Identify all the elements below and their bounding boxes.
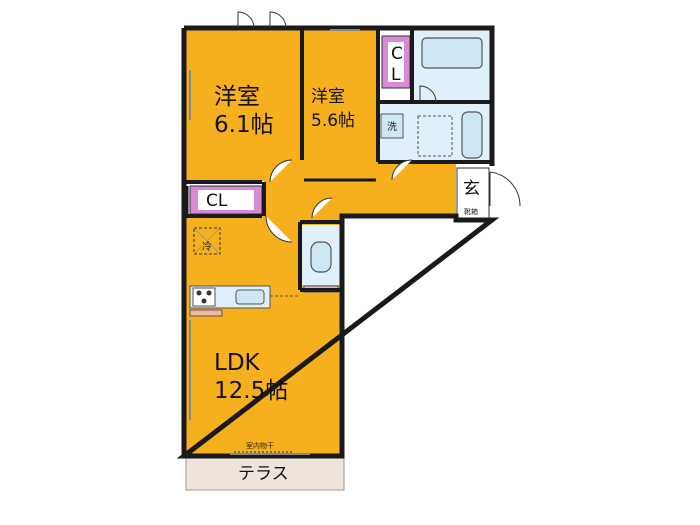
western-room-2-name: 洋室 [311,87,345,107]
walls [176,25,500,459]
entrance-label: 玄 [463,179,480,199]
door-swing [237,11,255,29]
washing-machine-space [380,113,404,139]
bathtub [421,37,483,69]
sink [235,289,265,305]
door-swing [269,159,293,183]
entrance-door-swing [489,171,521,207]
closet-upper-c: C [391,44,403,64]
kitchen-shelf [189,309,223,317]
wash-basin [417,115,453,157]
ldk-name: LDK [214,350,261,376]
burner-icon [201,298,207,304]
indoor-drying-label: 室内物干 [246,441,274,450]
interior-walls [186,28,492,292]
door-swing [269,11,287,29]
closet-upper-l: L [391,65,401,85]
hallway [264,160,456,216]
burner-icon [206,290,212,296]
washer-label: 洗 [387,121,397,133]
western-room-1-size: 6.1帖 [214,112,274,138]
fridge-space [193,227,221,255]
door-swing [391,159,413,181]
door-swing [265,215,293,243]
closet-left-label: CL [206,191,228,211]
toilet [310,241,332,273]
shoe-box-label: 靴箱 [464,207,478,216]
door-swing [419,85,437,103]
ldk-room-lower [186,290,340,454]
western-room-2-size: 5.6帖 [311,111,355,131]
vanity [461,111,483,159]
fridge-label: 冷 [202,240,212,253]
ldk-size: 12.5帖 [214,378,288,404]
terrace [185,453,345,491]
western-room-1 [186,30,300,181]
terrace-label: テラス [238,464,289,484]
western-room-2 [304,30,376,181]
burner-icon [196,290,202,296]
western-room-1-name: 洋室 [214,84,260,110]
door-swing [311,197,333,219]
